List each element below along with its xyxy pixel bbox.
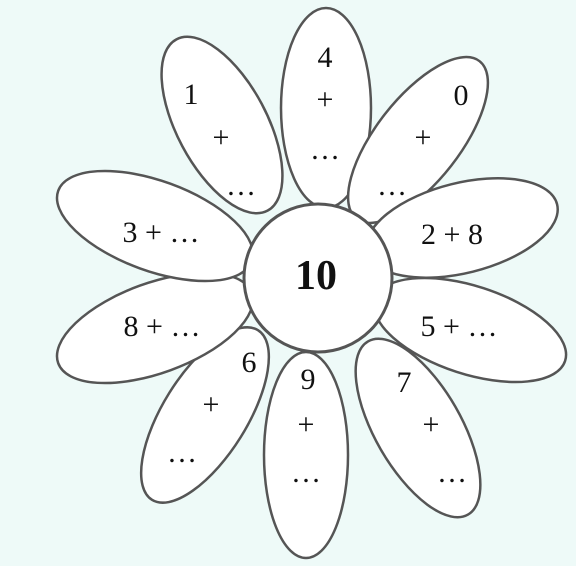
petal-7-line-3: … (437, 458, 467, 488)
petal-6-line-1: 6 (242, 348, 257, 378)
petal-7-line-2: + (423, 410, 440, 440)
petal-6-line-3: … (167, 438, 197, 468)
petal-0-line-3: … (377, 171, 407, 201)
petal-3-line-1: 3 + … (123, 218, 200, 248)
petal-1-line-3: … (226, 171, 256, 201)
petal-1-line-2: + (213, 123, 230, 153)
petal-5-line-1: 5 + … (421, 312, 498, 342)
petal-1-line-1: 1 (184, 80, 199, 110)
center-number: 10 (295, 255, 337, 297)
petal-4-line-2: + (317, 85, 334, 115)
petal-0-line-2: + (415, 123, 432, 153)
petal-9-line-1: 9 (301, 365, 316, 395)
petal-6-line-2: + (203, 390, 220, 420)
petal-0-line-1: 0 (454, 81, 469, 111)
petal-9-line-2: + (298, 410, 315, 440)
petal-7-line-1: 7 (397, 368, 412, 398)
petal-2-8-line-1: 2 + 8 (421, 220, 483, 250)
petal-4-line-3: … (310, 135, 340, 165)
petal-4-line-1: 4 (318, 43, 333, 73)
petal-9-line-3: … (291, 458, 321, 488)
petal-8-line-1: 8 + … (124, 312, 201, 342)
